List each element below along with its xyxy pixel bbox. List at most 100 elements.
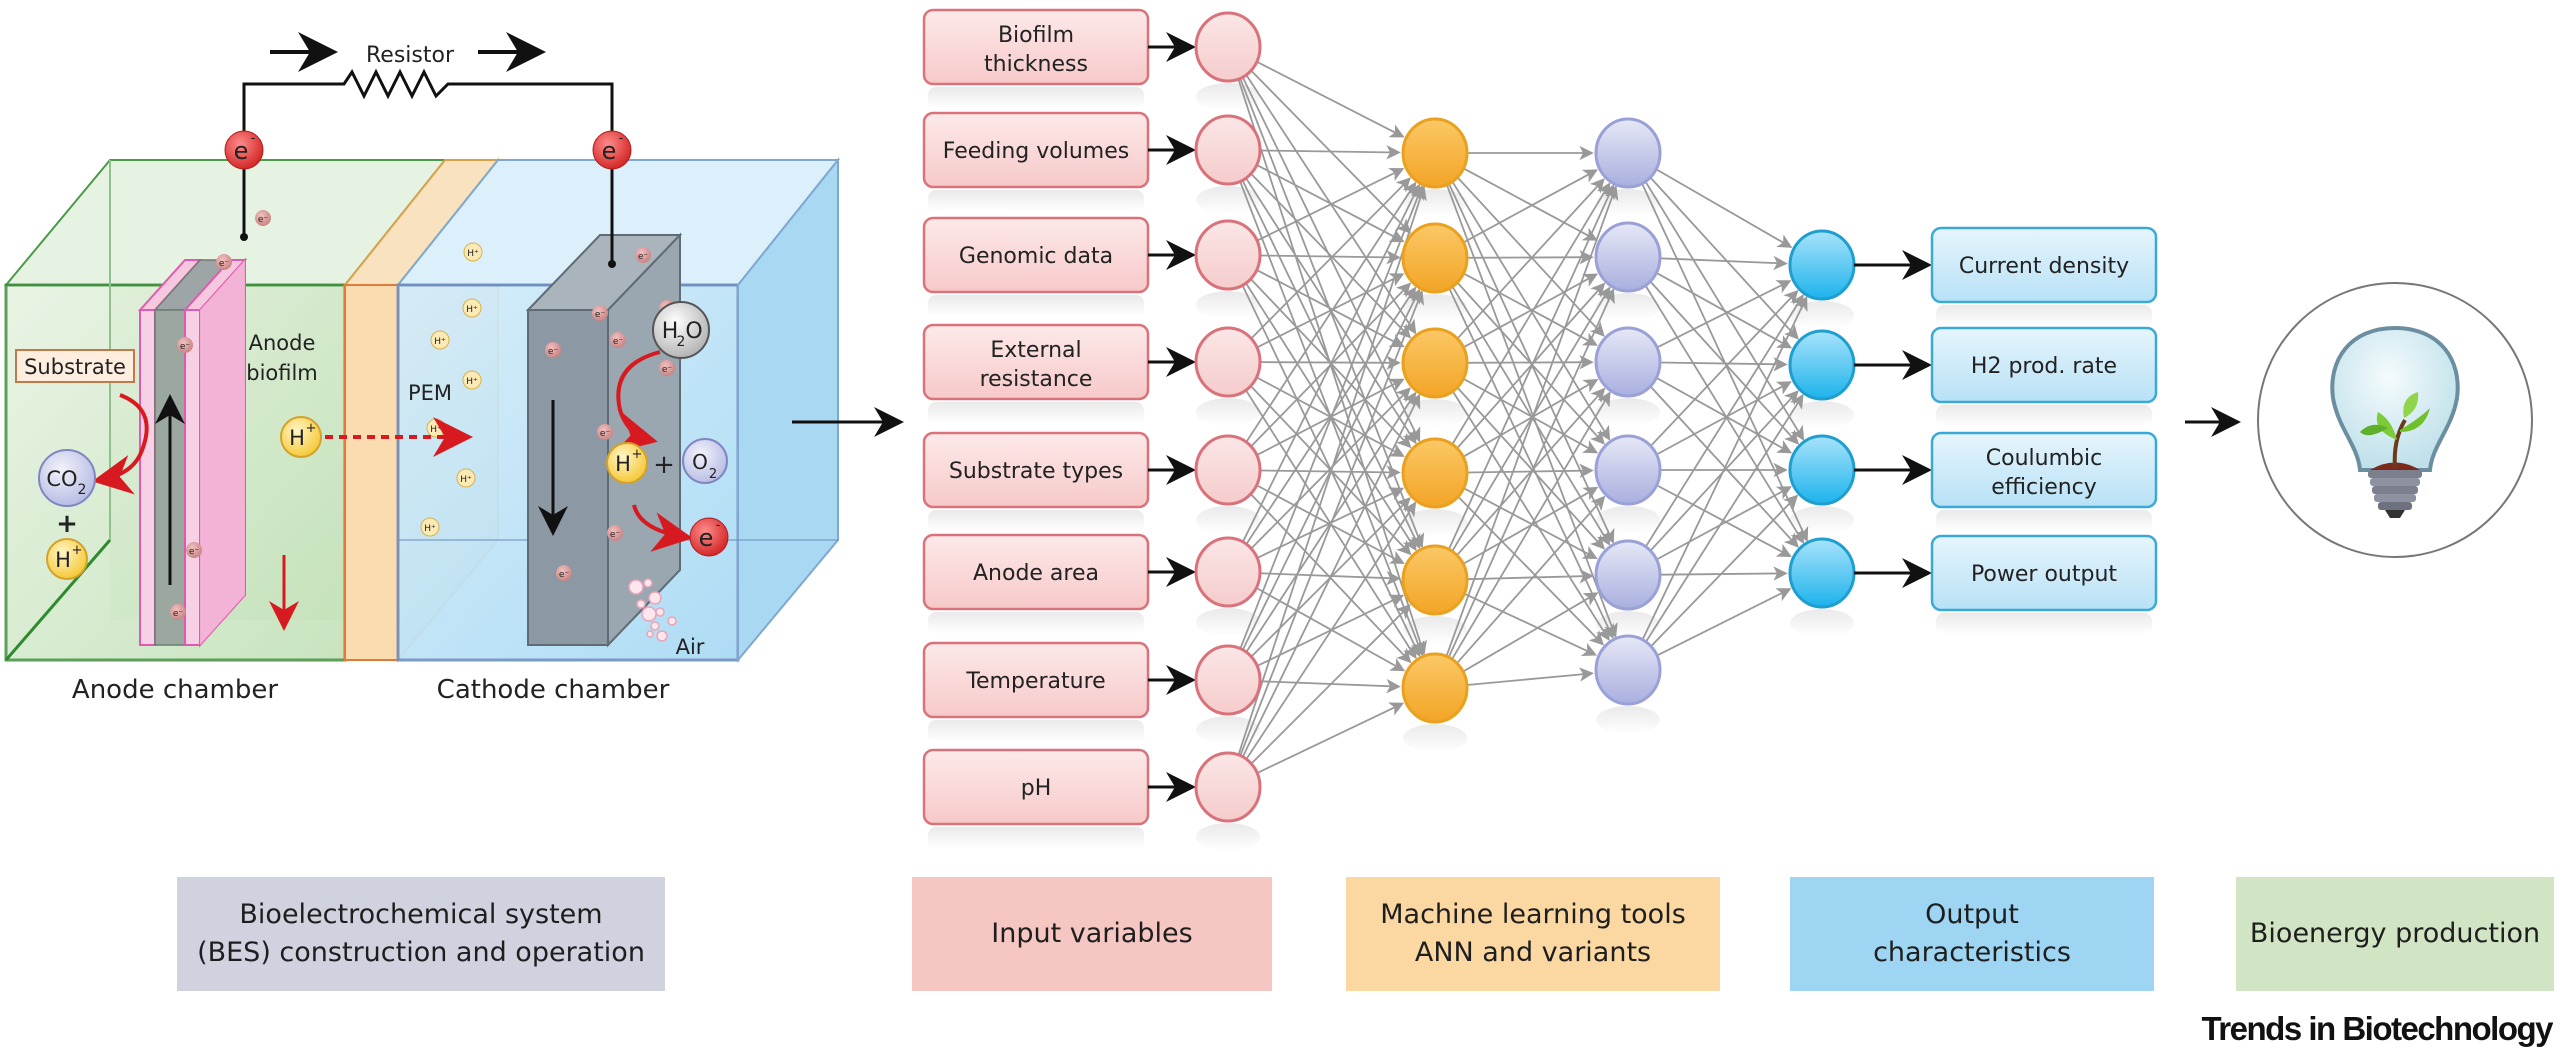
- network-connection: [1259, 355, 1401, 370]
- svg-text:e⁻: e⁻: [600, 429, 611, 439]
- bes-category-line1: Bioelectrochemical system: [239, 899, 603, 930]
- ml-category-line2: ANN and variants: [1414, 937, 1652, 968]
- electron-charge: -: [716, 518, 721, 533]
- svg-text:H⁺: H⁺: [434, 337, 446, 347]
- hidden1-node: [1401, 327, 1469, 399]
- input-label-line1: Substrate types: [949, 459, 1123, 484]
- electron-anode-icon: e -: [224, 130, 264, 170]
- network-connection: [1249, 177, 1411, 340]
- network-connection: [1655, 168, 1793, 248]
- network-connection: [1450, 286, 1611, 553]
- hidden1-node: [1401, 652, 1469, 724]
- cathode-contact-dot: [608, 260, 616, 268]
- network-connection: [1450, 391, 1611, 661]
- network-connection: [1455, 386, 1605, 550]
- svg-text:e⁻: e⁻: [595, 310, 606, 320]
- network-connection: [1659, 255, 1788, 271]
- electron-release-arrow-icon: [632, 504, 693, 552]
- bioenergy-category-line1: Bioenergy production: [2249, 918, 2541, 949]
- node-reflection: [1596, 398, 1660, 426]
- input-node: [1194, 11, 1262, 83]
- node-reflection: [1196, 291, 1260, 319]
- network-connection: [1644, 293, 1804, 549]
- input-node: [1194, 751, 1262, 823]
- network-connection: [1641, 295, 1808, 642]
- node-reflection: [1196, 823, 1260, 851]
- bioenergy-category-label: Bioenergy production: [2236, 877, 2554, 991]
- hidden2-node: [1594, 539, 1662, 611]
- bes-illustration: Resistor: [3, 32, 841, 705]
- input-variable-box: Temperature: [922, 641, 1196, 719]
- svg-text:e⁻: e⁻: [189, 547, 200, 557]
- small-electron-icon: e⁻: [216, 254, 232, 270]
- network-connection: [1649, 289, 1799, 448]
- network-connection: [1648, 280, 1799, 445]
- output-box-shape: [1930, 326, 2158, 404]
- pem-front: [344, 284, 399, 661]
- output-category-line2: characteristics: [1873, 937, 2071, 968]
- small-electron-icon: e⁻: [607, 525, 623, 541]
- node-reflection: [1790, 506, 1854, 534]
- network-connection: [1656, 280, 1792, 349]
- anode-biofilm-panel: [200, 260, 245, 645]
- network-connection: [1462, 379, 1599, 458]
- network-connection: [1256, 60, 1405, 138]
- network-connection: [1256, 702, 1405, 775]
- svg-text:H⁺: H⁺: [430, 425, 442, 435]
- network-connection: [1455, 387, 1606, 557]
- small-electron-icon: e⁻: [170, 604, 186, 620]
- proton-text: H: [55, 548, 71, 572]
- co2-subscript: 2: [78, 482, 87, 498]
- hidden2-node: [1594, 221, 1662, 293]
- node-reflection: [1790, 609, 1854, 637]
- input-label-line2: resistance: [980, 367, 1093, 392]
- network-connection: [1643, 283, 1805, 544]
- network-connection: [1249, 604, 1411, 766]
- output-label-line1: Current density: [1959, 254, 2129, 279]
- svg-text:e⁻: e⁻: [258, 215, 269, 225]
- box-reflection: [928, 190, 1144, 212]
- input-variable-box: Genomic data: [922, 216, 1196, 294]
- network-connection: [1656, 588, 1792, 657]
- bioenergy-lightbulb-icon: [2257, 282, 2533, 558]
- hidden1-node: [1401, 222, 1469, 294]
- co2-molecule-icon: CO 2: [38, 449, 96, 507]
- network-connection: [1463, 592, 1598, 656]
- circuit-wire: [242, 68, 614, 150]
- output-characteristic-box: Power output: [1854, 534, 2158, 612]
- output-box-shape: [1930, 226, 2158, 304]
- small-electron-icon: e⁻: [610, 332, 626, 348]
- network-connection: [1649, 494, 1799, 648]
- h2o-molecule-icon: H 2 O: [652, 301, 710, 359]
- proton-migrating-icon: H +: [280, 416, 322, 458]
- proton-charge: +: [72, 543, 83, 558]
- box-reflection: [928, 295, 1144, 317]
- network-connection: [1466, 355, 1594, 370]
- network-connection: [1445, 185, 1619, 659]
- hidden1-node: [1401, 544, 1469, 616]
- network-connection: [1462, 487, 1598, 560]
- small-electron-icon: e⁻: [545, 342, 561, 358]
- input-variable-box: Substrate types: [922, 431, 1196, 509]
- substrate-label: Substrate: [24, 355, 126, 379]
- small-electron-icon: e⁻: [597, 424, 613, 440]
- input-node: [1194, 326, 1262, 398]
- svg-text:H⁺: H⁺: [424, 524, 436, 534]
- svg-text:e⁻: e⁻: [613, 337, 624, 347]
- network-connection: [1256, 594, 1405, 667]
- network-connection: [1244, 181, 1417, 444]
- small-proton-icon: H⁺: [463, 242, 483, 262]
- output-node: [1788, 537, 1856, 609]
- network-connection: [1655, 486, 1792, 561]
- small-proton-icon: H⁺: [426, 418, 446, 438]
- network-connection: [1256, 273, 1405, 349]
- node-reflection: [1403, 399, 1467, 427]
- output-node: [1788, 329, 1856, 401]
- small-electron-icon: e⁻: [186, 542, 202, 558]
- network-connection: [1455, 282, 1606, 450]
- box-reflection: [1936, 405, 2152, 427]
